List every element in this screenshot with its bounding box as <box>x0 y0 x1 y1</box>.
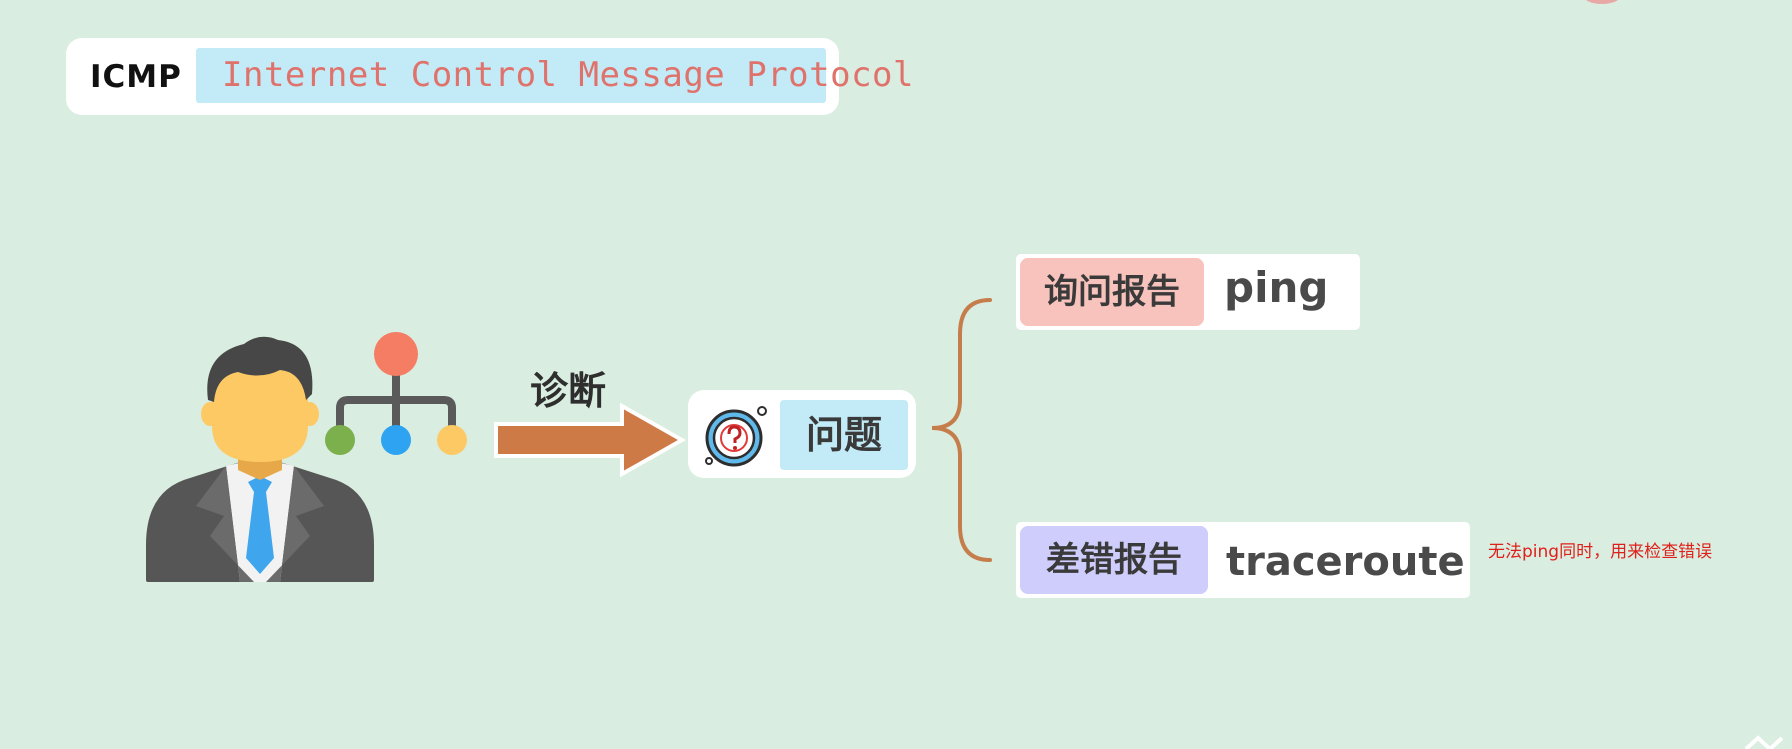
person-icon <box>146 336 374 582</box>
corner-chevron-decor <box>1744 735 1784 749</box>
annotation-note: 无法ping同时，用来检查错误 <box>1488 542 1713 562</box>
error-report-tag: 差错报告 <box>1020 526 1208 594</box>
network-icon <box>325 332 467 455</box>
title-full-name-box <box>196 48 826 103</box>
diagnose-label: 诊断 <box>530 369 607 413</box>
problem-label-box <box>780 400 908 470</box>
ping-command: ping <box>1224 263 1329 312</box>
diagnose-arrow <box>494 402 687 478</box>
query-report-tag: 询问报告 <box>1020 258 1204 326</box>
traceroute-command: traceroute <box>1226 539 1465 585</box>
question-icon <box>705 406 767 467</box>
problem-label: 问题 <box>805 413 882 457</box>
title-full-name: Internet Control Message Protocol <box>222 55 915 95</box>
corner-blob-decor <box>1586 0 1618 4</box>
curly-brace <box>931 298 992 562</box>
title-abbreviation: ICMP <box>90 59 182 95</box>
